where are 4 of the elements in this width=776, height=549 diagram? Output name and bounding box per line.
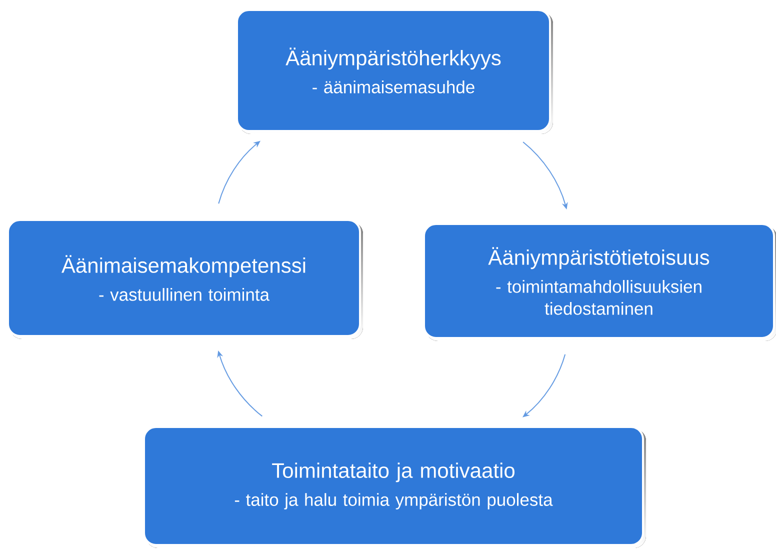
process-box: Äänimaisemakompetenssi - vastuullinen toiminta xyxy=(7,219,363,339)
process-box: Toimintataito ja motivaatio - taito ja halu toimia ympäristön puolesta xyxy=(143,426,646,548)
process-box: Ääniympäristöherkkyys - äänimaisemasuhde xyxy=(236,9,553,134)
process-box: Ääniympäristötietoisuus - toimintamahdollisuuksien tiedostaminen xyxy=(423,223,776,341)
